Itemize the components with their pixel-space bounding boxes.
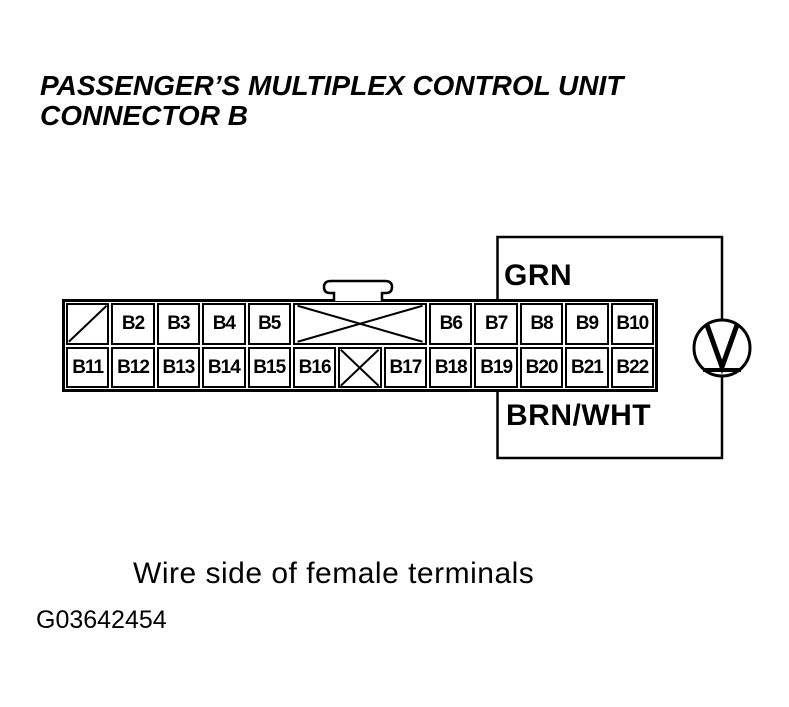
pin-label: B11 <box>72 356 104 378</box>
pin-label: B16 <box>298 356 332 378</box>
pin-cell-b16: B16 <box>292 346 337 388</box>
pin-label: B12 <box>117 356 150 378</box>
pin-label: B9 <box>575 313 599 335</box>
pin-cell-b5: B5 <box>247 303 291 345</box>
x-cross-icon <box>295 305 425 343</box>
voltmeter-circle <box>692 318 752 378</box>
pin-cell-b3: B3 <box>156 303 201 345</box>
blocked-cell-bottom <box>338 346 382 388</box>
pin-label: B13 <box>162 356 196 378</box>
pin-label: B17 <box>389 356 422 378</box>
latch-tab-icon <box>322 279 394 301</box>
pin-label: B14 <box>207 356 241 378</box>
page-title-line2: CONNECTOR B <box>40 100 248 131</box>
diagonal-slash-icon <box>68 305 107 343</box>
connector-bottom-row: B11 B12 B13 B14 B15 B16 B17 B18 B19 B20 … <box>66 346 654 388</box>
pin-cell-b18: B18 <box>429 346 473 388</box>
page-title: PASSENGER’S MULTIPLEX CONTROL UNIT CONNE… <box>40 71 623 131</box>
pin-cell-b8: B8 <box>519 303 564 345</box>
pin-cell-b9: B9 <box>565 303 609 345</box>
pin-label: B4 <box>212 313 236 335</box>
keyway-cell-b1 <box>66 303 110 345</box>
pin-cell-b22: B22 <box>610 346 654 388</box>
pin-label: B3 <box>167 313 190 335</box>
connector-top-row: B2 B3 B4 B5 B6 B7 B8 B9 B10 <box>66 303 654 345</box>
pin-cell-b4: B4 <box>202 303 246 345</box>
pin-cell-b15: B15 <box>247 346 291 388</box>
caption: Wire side of female terminals <box>133 557 535 590</box>
figure-id: G03642454 <box>36 606 167 634</box>
wire-color-label-brn-wht: BRN/WHT <box>506 399 652 432</box>
pin-label: B22 <box>616 356 649 378</box>
pin-label: B7 <box>485 313 508 335</box>
pin-label: B20 <box>525 356 559 378</box>
pin-cell-b13: B13 <box>156 346 201 388</box>
pin-label: B2 <box>121 313 145 335</box>
pin-cell-b7: B7 <box>474 303 518 345</box>
page-title-line1: PASSENGER’S MULTIPLEX CONTROL UNIT <box>40 70 624 101</box>
x-cross-icon <box>340 349 379 387</box>
blocked-cell-top <box>292 303 428 345</box>
pin-cell-b21: B21 <box>565 346 609 388</box>
pin-cell-b10: B10 <box>610 303 654 345</box>
pin-cell-b17: B17 <box>383 346 428 388</box>
voltmeter-v-glyph <box>704 324 740 375</box>
wire-color-label-grn: GRN <box>504 259 573 292</box>
voltmeter-icon <box>692 318 752 378</box>
pin-label: B5 <box>258 313 281 335</box>
pin-cell-b6: B6 <box>429 303 473 345</box>
pin-cell-b2: B2 <box>111 303 155 345</box>
pin-cell-b20: B20 <box>519 346 564 388</box>
pin-label: B8 <box>530 313 553 335</box>
connector-b-pinout: B2 B3 B4 B5 B6 B7 B8 B9 B10 B11 B12 B13 … <box>62 299 658 392</box>
pin-label: B18 <box>434 356 468 378</box>
pin-cell-b11: B11 <box>66 346 110 388</box>
pin-cell-b14: B14 <box>202 346 246 388</box>
pin-label: B6 <box>439 313 463 335</box>
pin-label: B10 <box>616 313 649 335</box>
pin-cell-b19: B19 <box>474 346 518 388</box>
pin-cell-b12: B12 <box>111 346 155 388</box>
pin-label: B21 <box>570 356 604 378</box>
pin-label: B19 <box>480 356 513 378</box>
pin-label: B15 <box>253 356 286 378</box>
